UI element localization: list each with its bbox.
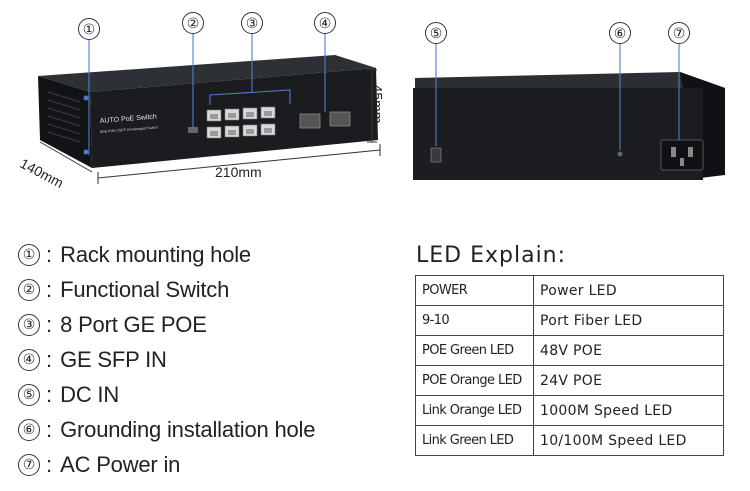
table-row: POE Green LED 48V POE — [415, 335, 724, 366]
rear-guide-lines — [435, 44, 680, 150]
device-left-side — [38, 76, 92, 168]
legend-item: ② : Functional Switch — [18, 275, 229, 305]
legend-text: DC IN — [60, 382, 120, 407]
legend-separator: : — [46, 347, 53, 372]
legend-separator: : — [46, 417, 53, 442]
legend-text: Rack mounting hole — [60, 242, 251, 267]
rear-device-illustration — [413, 44, 725, 180]
led-value: 10/100M Speed LED — [533, 425, 724, 456]
legend-number: ⑥ — [18, 419, 40, 441]
led-key: Link Orange LED — [415, 395, 534, 426]
callout-2: ② — [182, 12, 204, 34]
callout-4: ④ — [314, 12, 336, 34]
led-key: POWER — [415, 275, 534, 306]
legend-separator: : — [46, 312, 53, 337]
table-row: 9-10 Port Fiber LED — [415, 305, 724, 336]
callout-1: ① — [78, 18, 100, 40]
sfp-port-block — [299, 111, 351, 129]
led-value: 1000M Speed LED — [533, 395, 724, 426]
callout-7: ⑦ — [668, 22, 690, 44]
legend-number: ① — [18, 244, 40, 266]
table-row: Link Orange LED 1000M Speed LED — [415, 395, 724, 426]
rear-panel — [413, 88, 703, 180]
led-value: Port Fiber LED — [533, 305, 724, 336]
width-dimension: 210mm — [215, 164, 262, 180]
legend-number: ③ — [18, 314, 40, 336]
legend-text: Grounding installation hole — [60, 417, 316, 442]
led-key: Link Green LED — [415, 425, 534, 456]
device-top-face — [38, 55, 376, 92]
callout-6: ⑥ — [609, 22, 631, 44]
device-brand-label: AUTO PoE Switch — [100, 114, 158, 125]
legend-separator: : — [46, 277, 53, 302]
legend-item: ④ : GE SFP IN — [18, 345, 167, 375]
legend-number: ② — [18, 279, 40, 301]
side-vents — [47, 91, 81, 143]
legend-separator: : — [46, 452, 53, 477]
legend-separator: : — [46, 242, 53, 267]
led-key: POE Green LED — [415, 335, 534, 366]
dimension-lines — [39, 69, 381, 184]
legend-number: ⑦ — [18, 454, 40, 476]
front-device-illustration: AUTO PoE Switch 8GE PoE+2SFP Unmanaged S… — [38, 32, 381, 184]
legend-item: ③ : 8 Port GE POE — [18, 310, 207, 340]
table-row: POE Orange LED 24V POE — [415, 365, 724, 396]
callout-guide-lines — [88, 32, 326, 155]
grounding-hole-icon — [617, 151, 623, 157]
dc-in-port — [430, 147, 442, 163]
legend-text: 8 Port GE POE — [60, 312, 207, 337]
callout-3: ③ — [241, 12, 263, 34]
led-value: 24V POE — [533, 365, 724, 396]
legend-text: Functional Switch — [60, 277, 230, 302]
legend-separator: : — [46, 382, 53, 407]
device-sub-label: 8GE PoE+2SFP Unmanaged Switch — [100, 125, 158, 134]
table-row: POWER Power LED — [415, 275, 724, 306]
led-value: Power LED — [533, 275, 724, 306]
table-row: Link Green LED 10/100M Speed LED — [415, 425, 724, 456]
legend-number: ⑤ — [18, 384, 40, 406]
functional-switch — [188, 127, 198, 133]
legend-text: GE SFP IN — [60, 347, 167, 372]
legend-item: ⑤ : DC IN — [18, 380, 119, 410]
led-key: POE Orange LED — [415, 365, 534, 396]
legend-item: ① : Rack mounting hole — [18, 240, 251, 270]
legend-item: ⑥ : Grounding installation hole — [18, 415, 315, 445]
legend-text: AC Power in — [60, 452, 181, 477]
callout-5: ⑤ — [425, 22, 447, 44]
led-explain-title: LED Explain: — [416, 243, 567, 268]
led-key: 9-10 — [415, 305, 534, 336]
led-explain-table: POWER Power LED 9-10 Port Fiber LED POE … — [415, 275, 724, 456]
rack-mounting-hole-icon — [83, 149, 89, 155]
rack-mounting-hole-icon — [83, 95, 89, 101]
legend-number: ④ — [18, 349, 40, 371]
legend-item: ⑦ : AC Power in — [18, 450, 180, 480]
led-value: 48V POE — [533, 335, 724, 366]
